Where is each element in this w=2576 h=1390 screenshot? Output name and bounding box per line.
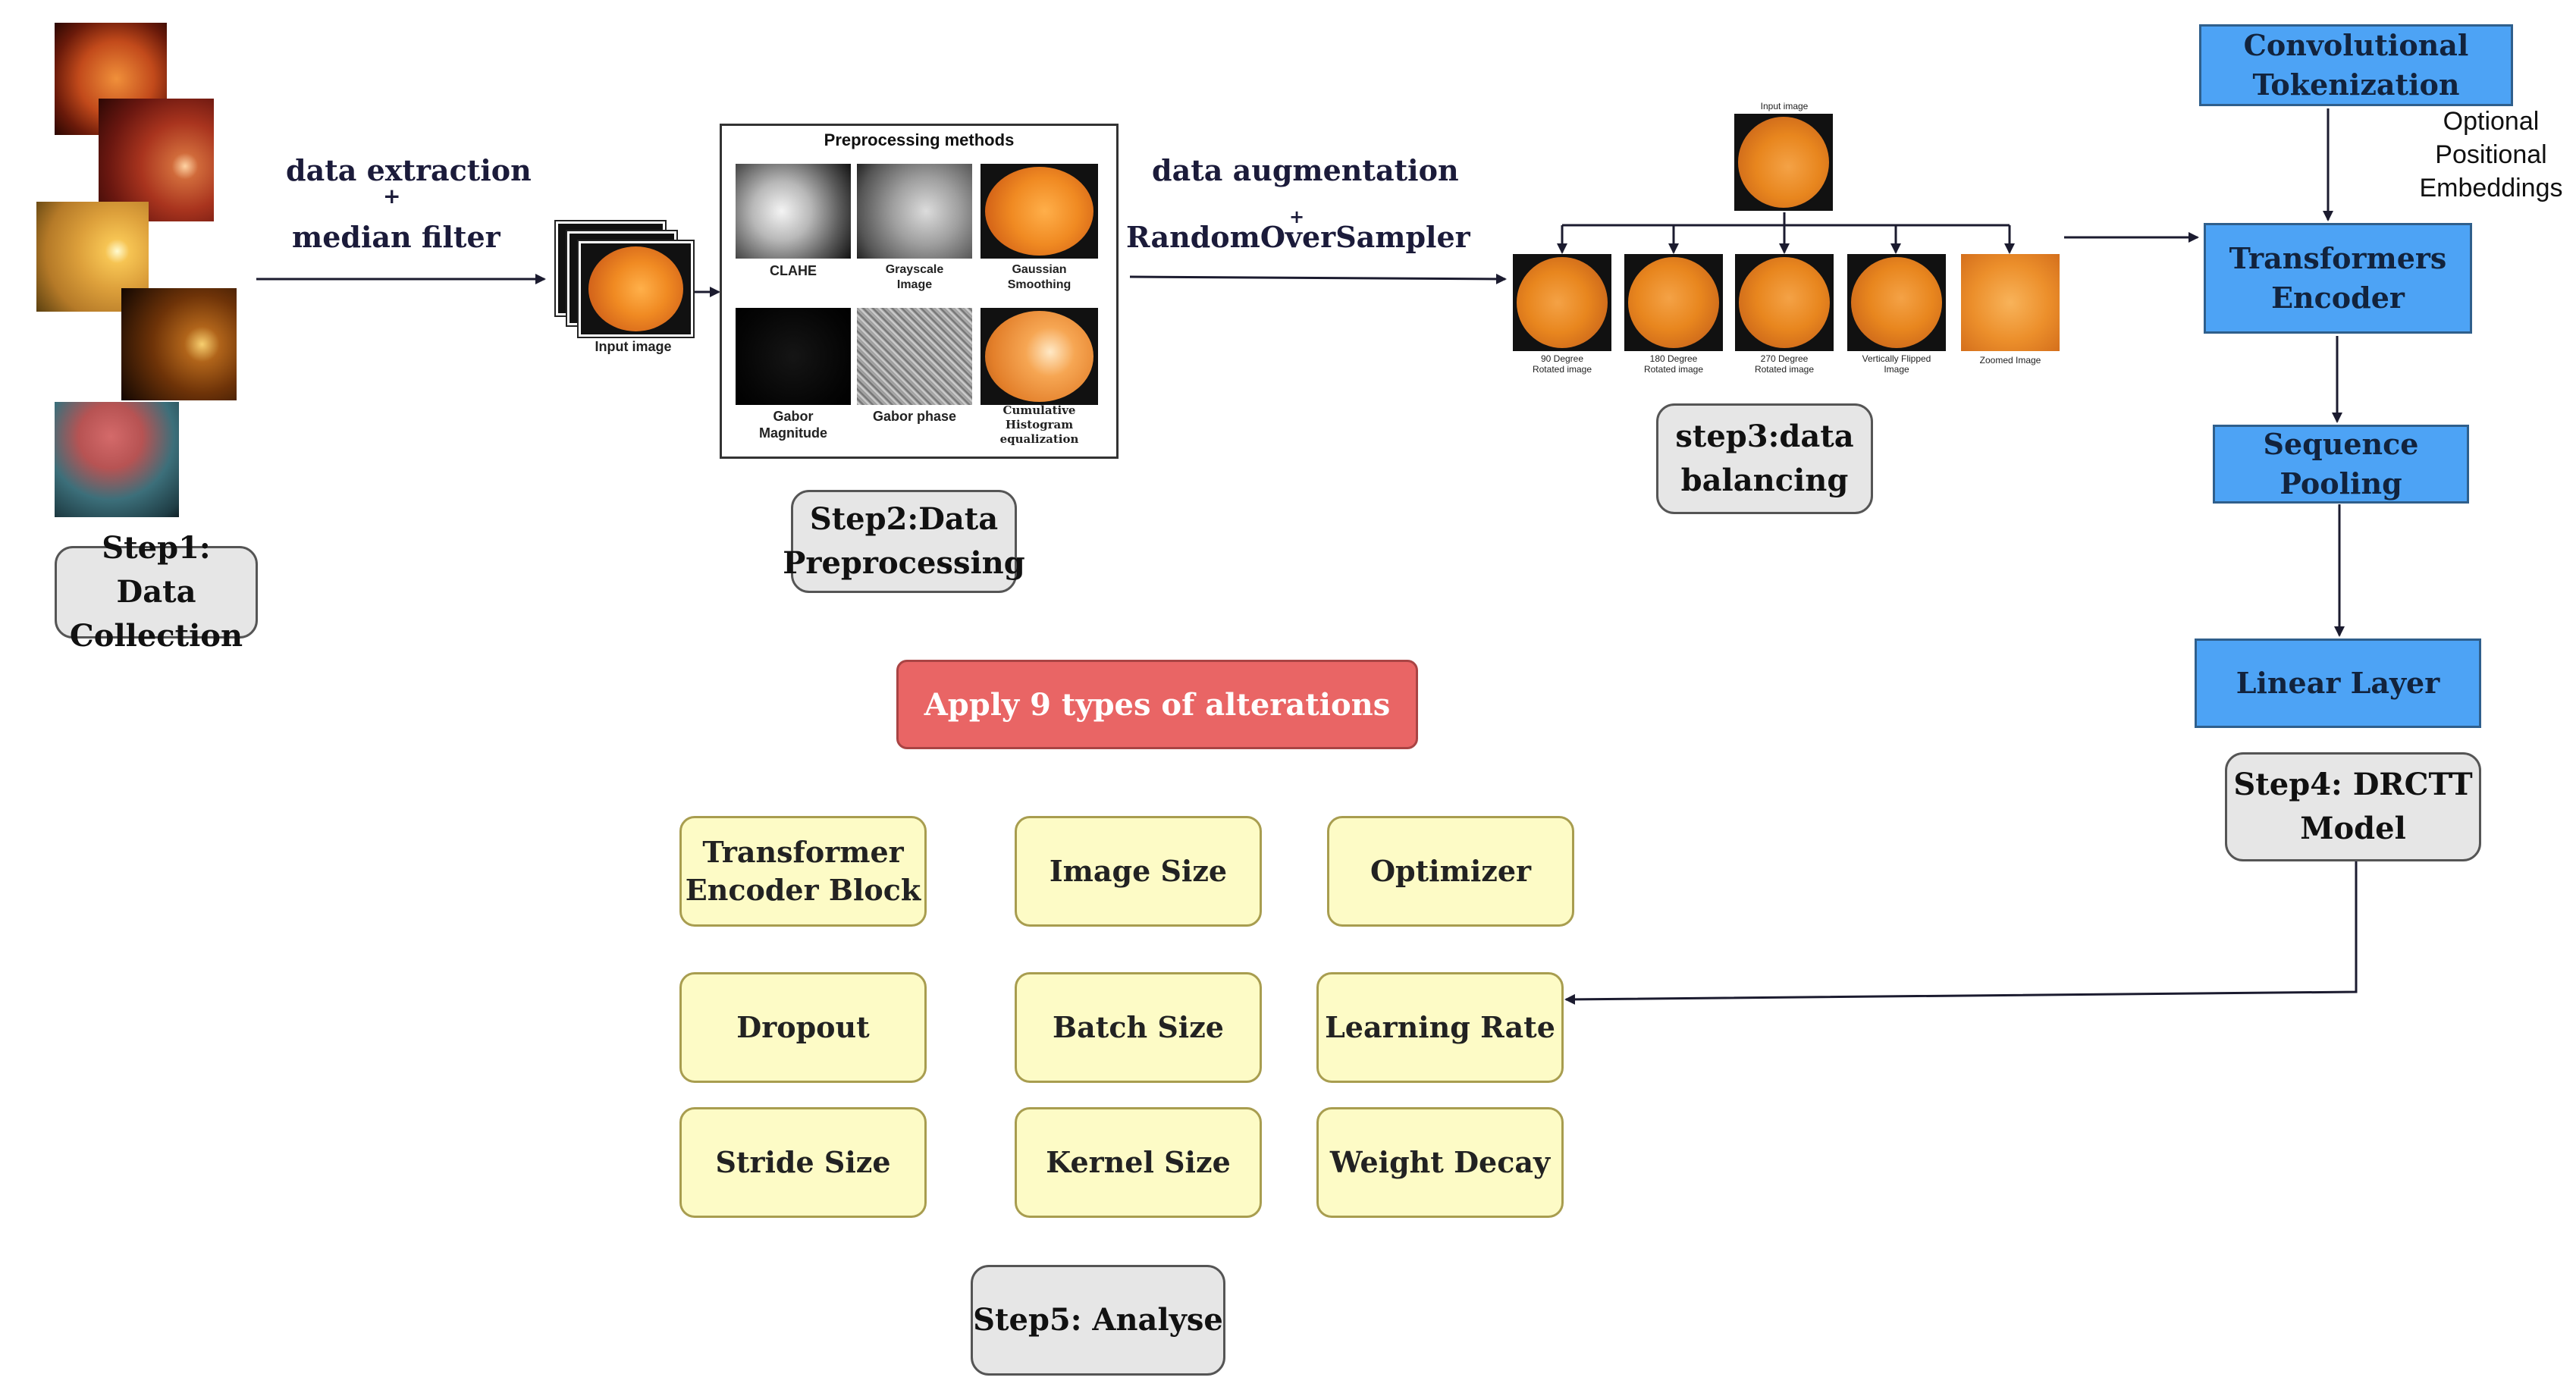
rotated-180-image [1624, 254, 1723, 351]
random-oversampler-label: RandomOverSampler [1126, 220, 1470, 254]
step5-analyse: Step5: Analyse [971, 1265, 1225, 1376]
zoomed-label: Zoomed Image [1979, 355, 2041, 366]
alteration-batch-size: Batch Size [1015, 972, 1262, 1083]
step2-data-preprocessing: Step2:Data Preprocessing [783, 490, 1025, 593]
input-image-label: Input image [595, 339, 672, 354]
median-filter-label: median filter [292, 220, 500, 254]
alteration-kernel-size: Kernel Size [1015, 1107, 1262, 1218]
data-extraction-label: data extraction [286, 153, 532, 187]
gabor-phase-thumbnail [857, 308, 972, 405]
sequence-pooling-box: Sequence Pooling [2213, 425, 2469, 504]
fundus-photo [55, 402, 179, 517]
data-augmentation-label: data augmentation [1152, 153, 1459, 187]
positional-embeddings-label: Optional Positional Embeddings [2419, 107, 2563, 202]
plus-sign: + [1289, 206, 1305, 227]
histogram-eq-thumbnail [981, 308, 1098, 405]
alteration-learning-rate: Learning Rate [1316, 972, 1564, 1083]
arrow-step2-to-step3 [1129, 273, 1507, 284]
gaussian-thumbnail [981, 164, 1098, 259]
alteration-transformer-encoder-block: Transformer Encoder Block [679, 816, 927, 927]
alteration-image-size: Image Size [1015, 816, 1262, 927]
histogram-eq-label: Cumulative Histogram equalization [999, 403, 1079, 446]
arrow-model-to-alterations [1564, 861, 2358, 1005]
linear-layer-box: Linear Layer [2195, 639, 2481, 728]
alteration-stride-size: Stride Size [679, 1107, 927, 1218]
gaussian-label: Gaussian Smoothing [1007, 263, 1072, 291]
clahe-label: CLAHE [770, 263, 817, 278]
step3-data-balancing: step3:data balancing [1656, 403, 1873, 514]
gabor-magnitude-thumbnail [736, 308, 851, 405]
plus-sign: + [383, 184, 401, 209]
zoomed-image [1961, 254, 2060, 351]
gabor-magnitude-label: Gabor Magnitude [759, 409, 827, 441]
convolutional-tokenization-box: Convolutional Tokenization [2199, 24, 2513, 106]
rotated-270-image [1735, 254, 1834, 351]
clahe-thumbnail [736, 164, 851, 259]
balancing-input-image [1734, 114, 1833, 211]
fundus-photo [99, 99, 214, 221]
transformers-encoder-box: Transformers Encoder [2204, 223, 2472, 334]
step1-data-collection: Step1: Data Collection [55, 530, 258, 654]
flipped-label: Vertically Flipped Image [1862, 353, 1931, 375]
rotated-270-label: 270 Degree Rotated image [1754, 353, 1815, 375]
rotated-90-image [1513, 254, 1611, 351]
alteration-weight-decay: Weight Decay [1316, 1107, 1564, 1218]
fundus-photo [121, 288, 237, 400]
preprocessing-title: Preprocessing methods [824, 130, 1015, 149]
balancing-input-label: Input image [1760, 101, 1809, 111]
alterations-title-box: Apply 9 types of alterations [896, 660, 1418, 749]
alteration-dropout: Dropout [679, 972, 927, 1083]
fundus-image [588, 246, 683, 331]
rotated-90-label: 90 Degree Rotated image [1532, 353, 1592, 375]
grayscale-label: Grayscale Image [885, 263, 944, 291]
grayscale-thumbnail [857, 164, 972, 259]
alteration-optimizer: Optimizer [1327, 816, 1574, 927]
flipped-image [1847, 254, 1946, 351]
step4-drctt-model: Step4: DRCTT Model [2225, 752, 2481, 861]
preprocessing-panel: Preprocessing methods CLAHE Grayscale Im… [720, 124, 1119, 459]
rotated-180-label: 180 Degree Rotated image [1643, 353, 1704, 375]
gabor-phase-label: Gabor phase [872, 409, 957, 424]
